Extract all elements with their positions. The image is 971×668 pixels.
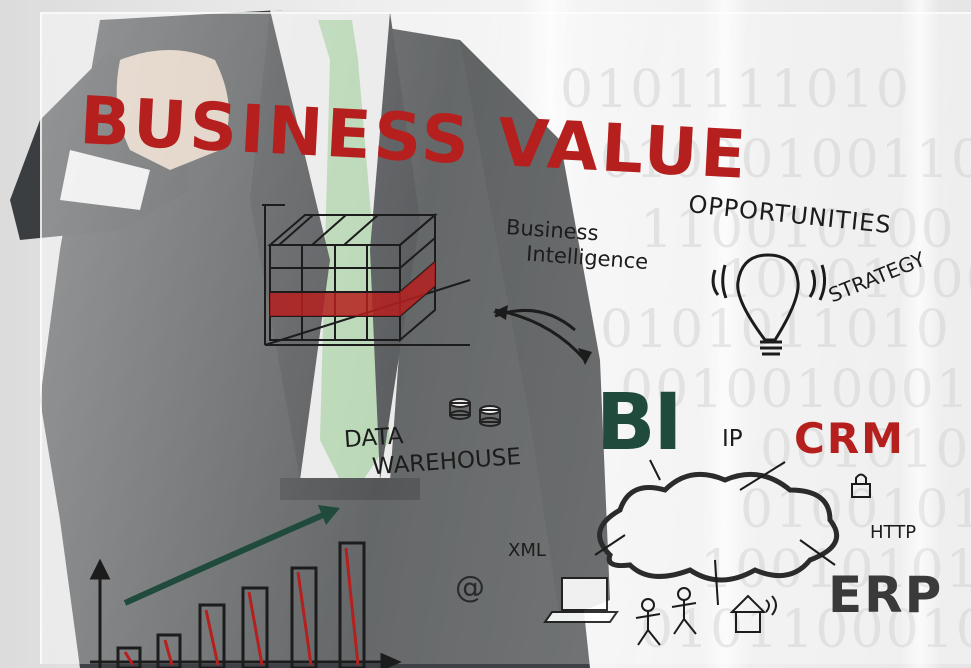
binary-pattern: 01000100110 [600, 130, 971, 190]
binary-pattern: 0010010001 [620, 360, 971, 420]
lightbulb-icon [711, 253, 827, 356]
binary-pattern: 010110001001 [640, 600, 971, 660]
xml-label: XML [508, 540, 546, 561]
bi-acronym: BI [596, 378, 682, 468]
http-label: HTTP [870, 522, 917, 543]
bar-fill [123, 547, 360, 666]
binary-pattern: 0100101010 [740, 480, 971, 540]
binary-pattern: 10010101 [700, 540, 971, 600]
crm-label: CRM [794, 414, 905, 463]
binary-pattern: 1000100011 [720, 250, 971, 310]
erp-label: ERP [828, 566, 944, 624]
bar [116, 541, 366, 668]
at-symbol: @ [455, 570, 485, 605]
background-pillar [900, 0, 940, 668]
cloud-icon [597, 471, 840, 583]
binary-pattern: 110010100 [640, 200, 956, 260]
binary-pattern: 0101111010 [560, 60, 911, 120]
people-icon [635, 587, 697, 646]
house-icon [729, 594, 777, 633]
arrow-icon [494, 309, 576, 332]
highlighted-row [270, 293, 400, 316]
laptop-icon [543, 577, 619, 623]
binary-pattern: 001010 [760, 420, 971, 480]
database-icon [449, 398, 501, 427]
binary-pattern: 0101011010 [600, 300, 951, 360]
arrow-icon [494, 308, 587, 361]
arrow-icon [594, 459, 836, 606]
growth-arrow-icon [123, 509, 332, 606]
business-intelligence-label: Business Intelligence [503, 215, 650, 275]
lock-icon [851, 473, 871, 498]
ip-label: IP [722, 426, 743, 452]
data-cube-icon [262, 204, 471, 346]
data-warehouse-label: DATA WAREHOUSE [343, 414, 522, 484]
background-pillar [700, 0, 750, 668]
